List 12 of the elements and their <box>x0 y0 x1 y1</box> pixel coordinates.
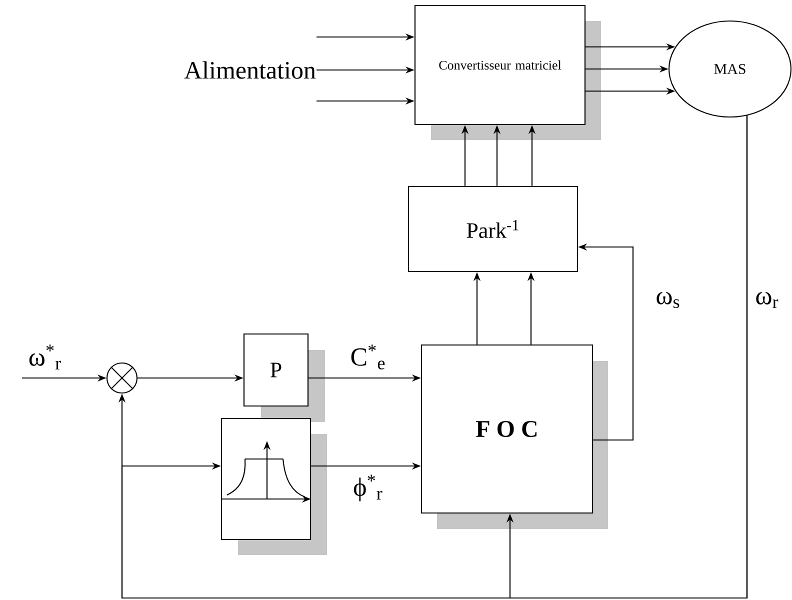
regulator-box: P <box>243 333 325 422</box>
controller-box: F O C <box>420 344 608 529</box>
converter-box: Convertisseur matriciel <box>414 4 601 140</box>
transform-box: Park$^{-1}$ <box>408 186 578 272</box>
edge-label: ω$_{s}$ <box>656 292 680 308</box>
edge-label: ω$^{*}$r <box>29 344 61 370</box>
input-label: Alimentation <box>184 61 316 79</box>
edge-label: ϕ$^{*}$r <box>354 474 382 502</box>
limiter-box <box>220 418 327 555</box>
edge-label: ω$_{r}$ <box>756 292 778 308</box>
summing-junction <box>106 362 138 394</box>
edge-label: C$^{*}$e <box>351 344 385 370</box>
